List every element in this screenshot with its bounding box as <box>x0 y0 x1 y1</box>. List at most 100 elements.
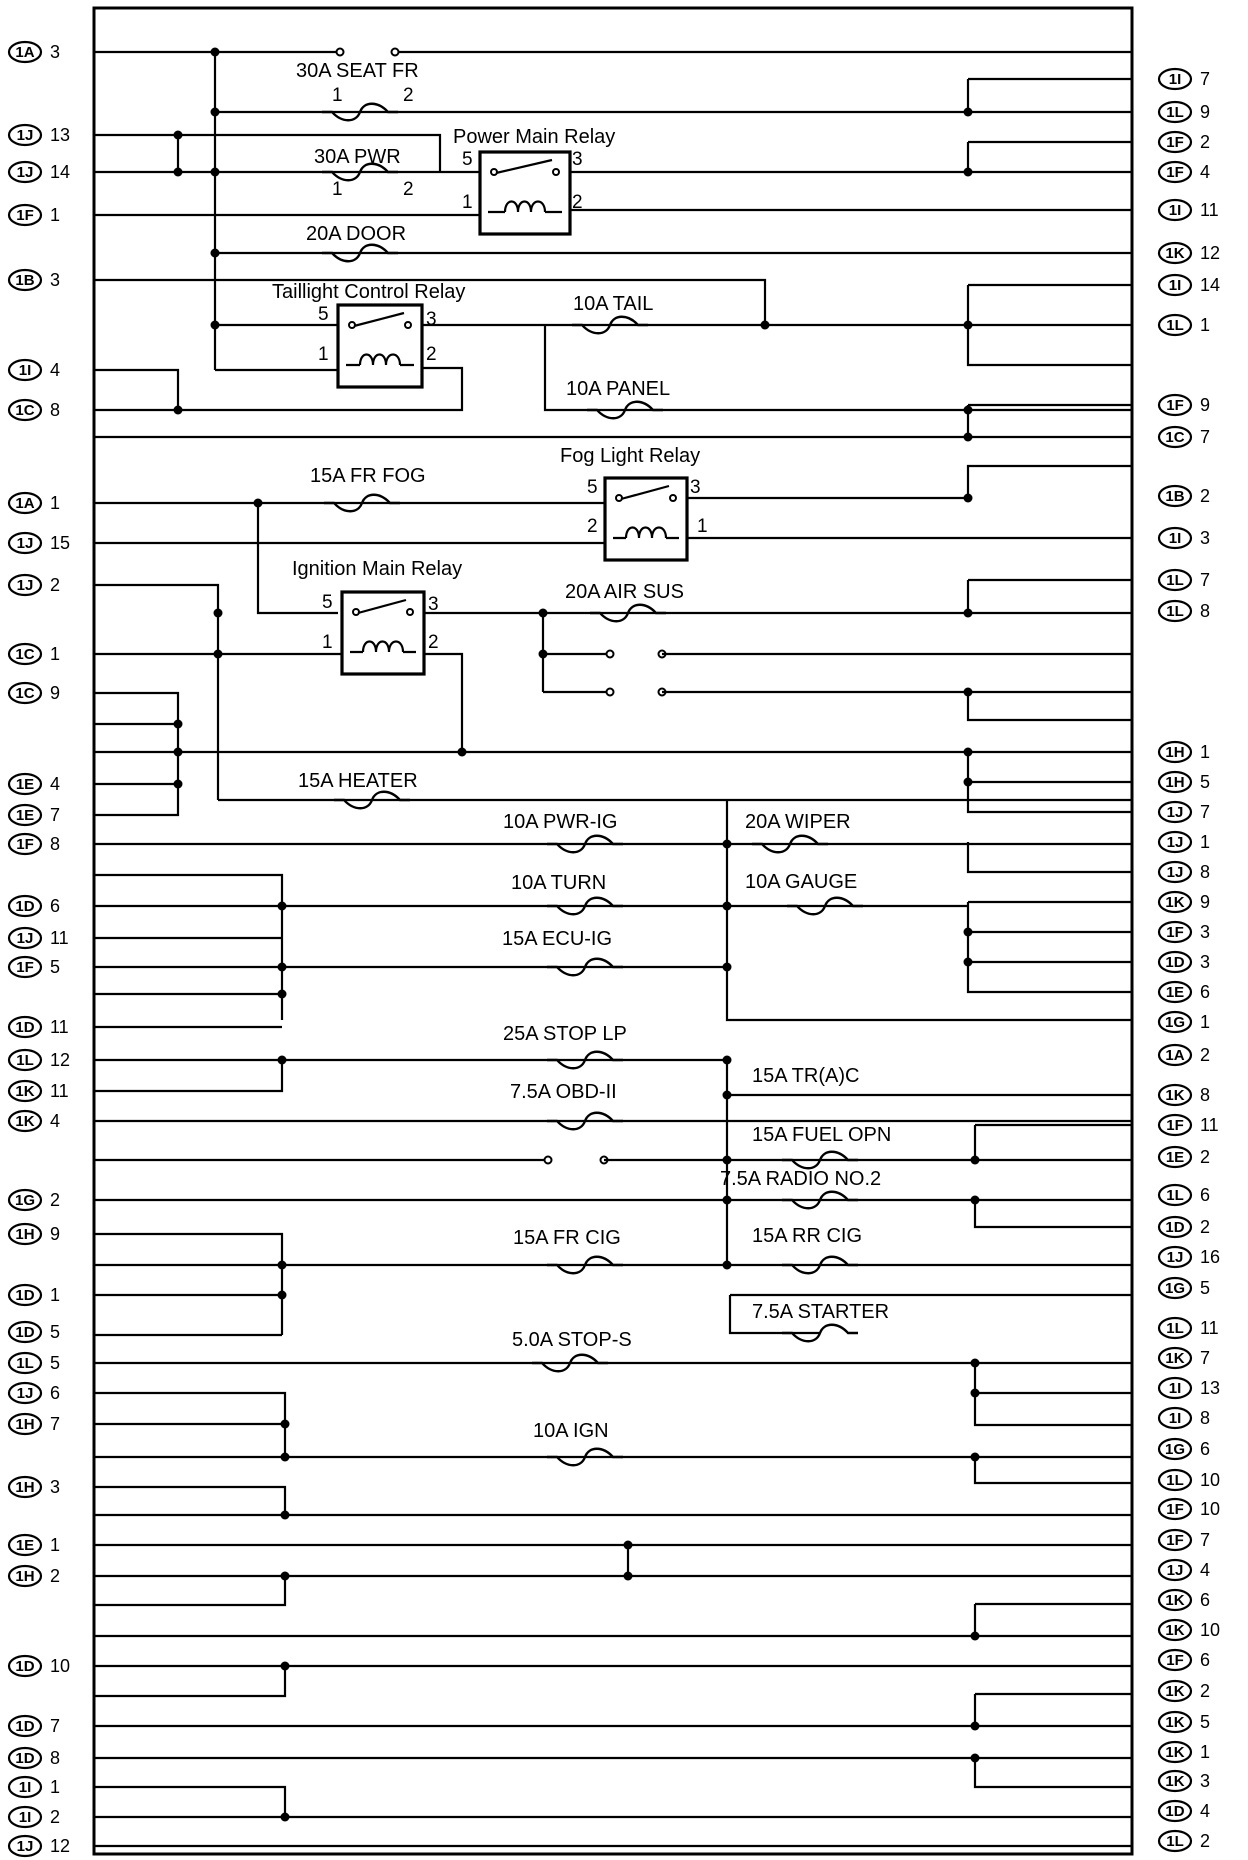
left-connector-14-badge <box>7 832 43 856</box>
right-connector-47-badge <box>1157 1769 1193 1793</box>
left-connector-2-badge <box>7 160 43 184</box>
wire <box>94 366 464 412</box>
left-connector-10-id: 1C <box>15 646 34 663</box>
fuse-ecu-ig-label: 15A ECU-IG <box>502 928 612 950</box>
fuse-pwr-pin-right: 2 <box>403 179 414 200</box>
right-connector-41-pin: 6 <box>1200 1590 1210 1610</box>
wire <box>94 691 180 817</box>
wire <box>966 752 1132 814</box>
fuse-gauge-label: 10A GAUGE <box>745 871 857 893</box>
right-connector-6-id: 1I <box>1169 277 1182 294</box>
wire <box>424 652 464 752</box>
left-connector-18-pin: 11 <box>50 1017 69 1037</box>
junction-dot <box>457 747 467 757</box>
left-connector-21-id: 1K <box>15 1113 34 1130</box>
left-connector-27-id: 1J <box>17 1385 34 1402</box>
right-connector-10-id: 1B <box>1165 488 1184 505</box>
right-connector-33-badge <box>1157 1346 1193 1370</box>
wire <box>94 1060 284 1093</box>
right-connector-5-pin: 12 <box>1200 243 1220 263</box>
right-connector-34-id: 1I <box>1169 1380 1182 1397</box>
right-connector-18-badge <box>1157 860 1193 884</box>
left-connector-23-badge <box>7 1222 43 1246</box>
right-connector-4-badge <box>1157 198 1193 222</box>
relay-taillight-control-pin-5: 5 <box>318 304 329 325</box>
right-connector-48-pin: 4 <box>1200 1801 1210 1821</box>
left-connector-8-pin: 15 <box>50 533 70 553</box>
right-connector-42-id: 1K <box>1165 1622 1184 1639</box>
fuse-ign-symbol <box>547 1447 623 1467</box>
wire <box>543 325 1132 412</box>
fuse-rr-cig-symbol <box>782 1255 858 1275</box>
left-connector-27-pin: 6 <box>50 1383 60 1403</box>
left-connector-12-id: 1E <box>16 776 34 793</box>
left-connector-0-badge <box>7 40 43 64</box>
right-connector-49-pin: 2 <box>1200 1831 1210 1851</box>
right-connector-22-pin: 6 <box>1200 982 1210 1002</box>
right-connector-39-id: 1F <box>1166 1532 1184 1549</box>
right-connector-6-pin: 14 <box>1200 275 1220 295</box>
fuse-fr-cig-label: 15A FR CIG <box>513 1227 621 1249</box>
left-connector-25-id: 1D <box>15 1324 34 1341</box>
left-connector-28-badge <box>7 1412 43 1436</box>
right-connector-25-badge <box>1157 1083 1193 1107</box>
fuse-tr-a-c-label: 15A TR(A)C <box>752 1065 859 1087</box>
fuse-ecu-ig-symbol <box>547 957 623 977</box>
wire <box>256 503 338 615</box>
right-connector-15-badge <box>1157 770 1193 794</box>
fuse-seat-fr-pin-right: 2 <box>403 85 414 106</box>
left-connector-34-pin: 8 <box>50 1748 60 1768</box>
left-connector-16-badge <box>7 926 43 950</box>
junction-dot <box>963 608 973 618</box>
left-connector-12-badge <box>7 772 43 796</box>
left-connector-28-pin: 7 <box>50 1414 60 1434</box>
wire <box>973 1200 1132 1229</box>
left-connector-4-badge <box>7 268 43 292</box>
right-connector-26-id: 1F <box>1166 1117 1184 1134</box>
right-connector-35-id: 1I <box>1169 1410 1182 1427</box>
junction-dot <box>210 47 220 57</box>
junction-dot <box>963 493 973 503</box>
right-connector-38-pin: 10 <box>1200 1499 1220 1519</box>
right-connector-36-id: 1G <box>1165 1441 1185 1458</box>
open-terminal <box>543 1155 553 1165</box>
relay-taillight-control-contact <box>404 321 412 329</box>
junction-dot <box>173 130 183 140</box>
left-connector-3-id: 1F <box>16 207 34 224</box>
fuse-turn-label: 10A TURN <box>511 872 606 894</box>
right-connector-29-pin: 2 <box>1200 1217 1210 1237</box>
fuse-panel-symbol <box>587 400 663 420</box>
left-connector-24-id: 1D <box>15 1287 34 1304</box>
relay-fog-light-label: Fog Light Relay <box>560 445 700 467</box>
left-connector-37-id: 1J <box>17 1838 34 1855</box>
left-connector-6-pin: 8 <box>50 400 60 420</box>
right-connector-44-badge <box>1157 1679 1193 1703</box>
right-connector-26-badge <box>1157 1113 1193 1137</box>
wire <box>94 1485 287 1515</box>
right-connector-28-badge <box>1157 1183 1193 1207</box>
left-connector-21-pin: 4 <box>50 1111 60 1131</box>
wire <box>94 1666 287 1698</box>
right-connector-6-badge <box>1157 273 1193 297</box>
fuse-fr-fog-symbol <box>324 493 400 513</box>
right-connector-8-id: 1F <box>1166 397 1184 414</box>
left-connector-5-pin: 4 <box>50 360 60 380</box>
right-connector-22-badge <box>1157 980 1193 1004</box>
right-connector-43-id: 1F <box>1166 1652 1184 1669</box>
right-connector-45-pin: 5 <box>1200 1712 1210 1732</box>
right-connector-12-badge <box>1157 568 1193 592</box>
right-connector-19-id: 1K <box>1165 894 1184 911</box>
fuse-pwr-label: 30A PWR <box>314 146 401 168</box>
right-connector-13-pin: 8 <box>1200 601 1210 621</box>
right-connector-32-pin: 11 <box>1200 1318 1219 1338</box>
right-connector-46-pin: 1 <box>1200 1742 1210 1762</box>
left-connector-30-id: 1E <box>16 1537 34 1554</box>
left-connector-10-badge <box>7 642 43 666</box>
right-connector-35-badge <box>1157 1406 1193 1430</box>
fuse-pwr-pin-left: 1 <box>332 179 343 200</box>
right-connector-30-badge <box>1157 1245 1193 1269</box>
relay-ignition-main-contact <box>406 608 414 616</box>
fuse-panel-label: 10A PANEL <box>566 378 670 400</box>
left-connector-13-pin: 7 <box>50 805 60 825</box>
relay-fog-light-coil <box>624 526 668 539</box>
